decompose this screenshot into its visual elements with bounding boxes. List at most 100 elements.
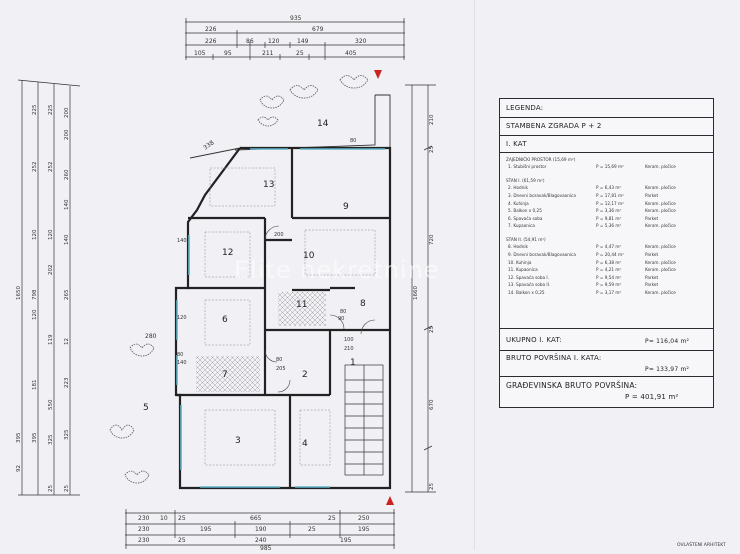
- dim-left-19: 223: [64, 377, 70, 388]
- dim-int-12: 205: [276, 366, 286, 372]
- dim-bottom-2: 10: [160, 515, 168, 522]
- room-5: 5: [143, 403, 149, 413]
- dim-left-14: 252: [48, 162, 54, 173]
- dim-top-h: 105: [194, 50, 206, 57]
- bathroom-11-tiles: [278, 292, 326, 326]
- legend-item-name: 12. Spavaća soba I.: [508, 274, 549, 280]
- dim-interior-diagonal: 338: [202, 139, 216, 151]
- right-dimension-labels: 1660 210 25 720 25 670 25: [413, 114, 435, 490]
- legend-group-header: STAN II. (54,91 m²): [506, 237, 546, 242]
- legend-item-area: P = 9,81 m²: [596, 215, 622, 221]
- tree-symbols: [109, 75, 369, 484]
- dim-int-10: 200: [274, 232, 284, 238]
- dim-int-3: 80: [340, 309, 346, 315]
- room-6: 6: [222, 315, 228, 325]
- dim-left-26: 325: [48, 434, 54, 445]
- top-dimension-lines: [185, 18, 405, 60]
- dim-bottom-5: 25: [328, 515, 336, 522]
- dim-left-23: 260: [64, 169, 70, 180]
- dim-left-20: 325: [64, 429, 70, 440]
- dim-right-6: 25: [429, 483, 435, 490]
- legend-item-area: P = 9,59 m²: [596, 282, 622, 288]
- dim-top-d: 86: [246, 38, 254, 45]
- architect-stamp-label: OVLAŠTENI ARHITEKT: [677, 543, 726, 548]
- dim-bottom-total: 985: [260, 545, 272, 550]
- dim-left-11: 550: [48, 399, 54, 410]
- dim-bottom-3: 25: [178, 515, 186, 522]
- legend-item-area: P = 20,44 m²: [596, 252, 624, 257]
- room-7: 7: [222, 370, 228, 380]
- dim-left-8: 181: [32, 380, 38, 391]
- furniture-outlines: [204, 167, 376, 466]
- legend-item-name: 11. Kupaonica: [508, 267, 538, 273]
- dim-int-1: 280: [145, 333, 157, 340]
- legend-item-area: P = 4,21 m²: [596, 267, 622, 273]
- dim-top-f: 149: [297, 38, 309, 45]
- dim-int-11: 80: [276, 357, 282, 363]
- legend-item-area: P = 4,47 m²: [596, 244, 622, 250]
- legend-item-name: 1. Stubišni prostor: [508, 164, 547, 170]
- dim-bottom-12: 230: [138, 537, 150, 544]
- dim-left-25: 265: [64, 289, 70, 300]
- dim-bottom-1: 230: [138, 515, 150, 522]
- legend-item-area: P = 3,36 m²: [596, 208, 622, 214]
- dim-left-total: 1650: [16, 286, 22, 300]
- dim-left-4: 120: [32, 229, 38, 240]
- dim-top-i: 95: [224, 50, 232, 57]
- dim-right-total: 1660: [413, 286, 419, 300]
- dim-left-9: 92: [16, 465, 22, 472]
- legend-item-area: P = 17,81 m²: [596, 193, 624, 198]
- legend-item-name: 10. Kuhinja: [508, 259, 532, 265]
- dim-int-9: 80: [177, 352, 183, 358]
- legend-item-finish: Keram. pločice: [645, 259, 676, 265]
- legend-total-row: UKUPNO I. KAT: P= 116,04 m²: [500, 329, 713, 351]
- room-3: 3: [235, 436, 241, 446]
- dim-bottom-7: 230: [138, 526, 150, 533]
- right-dimension-lines: [405, 84, 436, 493]
- legend-title: LEGENDA:: [506, 104, 544, 112]
- legend-gross-value: P= 133,97 m²: [645, 366, 690, 373]
- legend-item-area: P = 3,17 m²: [596, 290, 622, 295]
- room-8: 8: [360, 299, 366, 309]
- legend-item-name: 6. Spavaća soba: [508, 215, 543, 221]
- legend-item-area: P = 6,43 m²: [596, 185, 622, 191]
- dim-right-5: 670: [429, 399, 435, 410]
- legend-rooms-section: ZAJEDNIČKI PROSTOR (15,69 m²)1. Stubišni…: [500, 153, 713, 329]
- dim-left-12: 25: [48, 485, 54, 492]
- staircase: [344, 364, 384, 476]
- dim-right-1: 210: [429, 114, 435, 125]
- room-2: 2: [302, 370, 308, 380]
- legend-table: LEGENDA: STAMBENA ZGRADA P + 2 I. KAT ZA…: [499, 98, 714, 408]
- legend-item-finish: Parket: [645, 282, 659, 288]
- dim-left-27: 12: [64, 338, 70, 345]
- legend-item-name: 3. Dnevni boravak/Blagovaonica: [508, 193, 576, 198]
- bottom-dimension-lines: [125, 509, 395, 549]
- legend-floor-row: I. KAT: [500, 136, 713, 153]
- top-dimension-labels: 935 226 679 226 86 120 149 320 105 95 21…: [194, 15, 367, 57]
- legend-total-label: UKUPNO I. KAT:: [506, 336, 562, 344]
- dim-top-total: 935: [290, 15, 302, 22]
- dim-right-4: 25: [429, 326, 435, 333]
- legend-gross-row: BRUTO POVRŠINA I. KATA: P= 133,97 m²: [500, 351, 713, 377]
- legend-item-name: 8. Hodnik: [508, 244, 528, 250]
- left-dimension-lines: [17, 79, 81, 496]
- dim-left-18: 395: [16, 432, 22, 443]
- legend-item-area: P = 15,69 m²: [596, 164, 624, 170]
- dim-bottom-8: 195: [200, 526, 212, 533]
- legend-item-finish: Keram. pločice: [645, 164, 676, 170]
- dim-left-21: 25: [64, 485, 70, 492]
- legend-item-finish: Parket: [645, 193, 659, 198]
- dim-left-3: 252: [32, 162, 38, 173]
- room-13: 13: [263, 180, 274, 190]
- dim-int-13: 90: [338, 316, 344, 322]
- building-walls: [174, 146, 392, 490]
- dim-int-5: 210: [344, 346, 354, 352]
- legend-gross-label: BRUTO POVRŠINA I. KATA:: [506, 354, 602, 362]
- window-glazing: [176, 148, 385, 488]
- dim-bottom-14: 240: [255, 537, 267, 544]
- legend-item-finish: Keram. pločice: [645, 200, 676, 206]
- room-numbers: 14 13 9 12 10 11 8 6 1 7 2 5 3 4: [143, 119, 366, 449]
- legend-building-gross-label: GRAĐEVINSKA BRUTO POVRŠINA:: [506, 381, 638, 390]
